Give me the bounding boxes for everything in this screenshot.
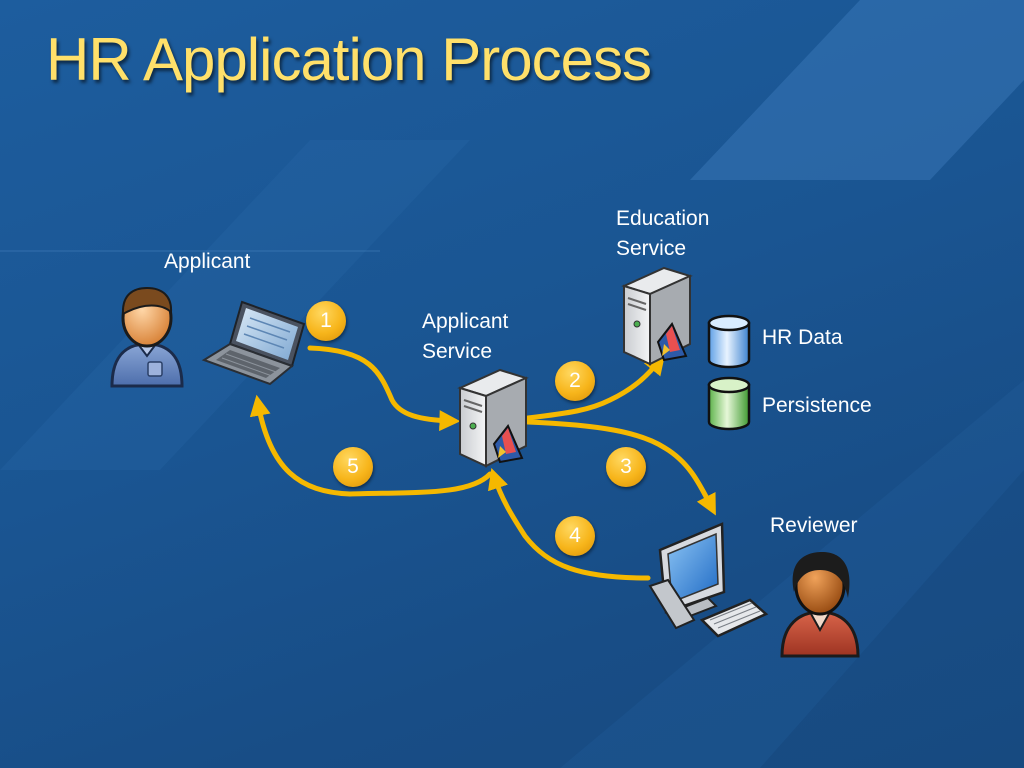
arrow-step-3 (525, 419, 716, 516)
server-icon (621, 266, 693, 366)
arrow-step-5 (249, 394, 493, 497)
server-icon (457, 368, 529, 468)
education-service-label-line2: Service (616, 237, 687, 260)
applicant-service-label: Applicant Service (422, 307, 508, 367)
applicant-service-label-line1: Applicant (422, 310, 509, 333)
person-icon (780, 552, 860, 658)
step-badge-2: 2 (555, 361, 595, 401)
applicant-label: Applicant (164, 250, 251, 273)
database-icon (707, 314, 751, 369)
hr-data-label: HR Data (762, 326, 843, 349)
desktop-computer-icon (648, 522, 769, 638)
step-badge-3: 3 (606, 447, 646, 487)
reviewer-label: Reviewer (770, 514, 858, 537)
step-badge-1: 1 (306, 301, 346, 341)
laptop-icon (201, 300, 306, 386)
education-service-label: Education Service (616, 204, 709, 264)
step-badge-5: 5 (333, 447, 373, 487)
applicant-service-label-line2: Service (422, 340, 493, 363)
step-badge-4: 4 (555, 516, 595, 556)
database-icon (707, 376, 751, 431)
education-service-label-line1: Education (616, 207, 710, 230)
slide-title: HR Application Process (46, 26, 652, 93)
arrow-step-2 (525, 353, 666, 421)
persistence-label: Persistence (762, 394, 872, 417)
person-icon (110, 286, 184, 388)
arrow-step-4 (488, 468, 651, 581)
arrow-step-1 (307, 345, 461, 432)
